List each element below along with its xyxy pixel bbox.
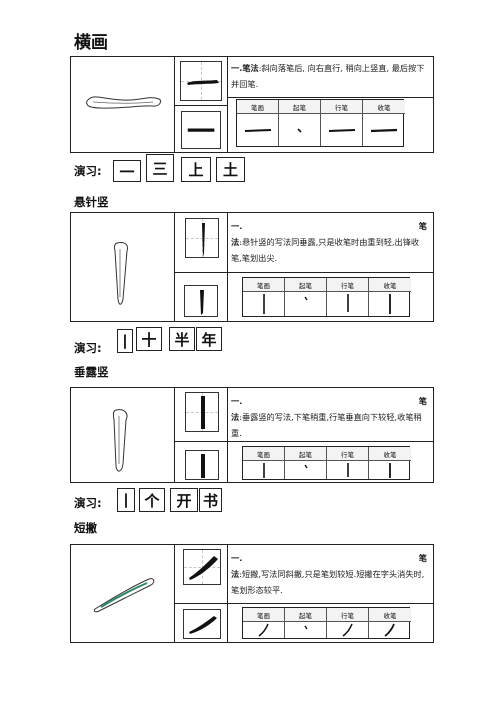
model-glyph-box <box>185 218 219 258</box>
practice-label: 演习: <box>74 496 102 510</box>
small-glyph-box: 一 <box>181 111 221 149</box>
practice-char-box: 三 <box>146 154 174 182</box>
practice-char-box: 书 <box>199 488 222 512</box>
practice-char-box: 丨 <box>117 488 135 512</box>
model-glyph-box <box>183 549 221 585</box>
practice-char-box: 丨 <box>117 329 133 353</box>
section-title-chuilu: 垂露竖 <box>74 365 109 379</box>
stroke-stage-strip: 笔画 起笔 行笔 收笔 <box>242 277 411 317</box>
stroke-block-chuilu: 一.笔 法:垂露竖的写法,下笔稍重,行笔垂直向下较轻,收笔稍重. 笔画 起笔 行… <box>70 387 434 483</box>
practice-char-box: 一 <box>113 160 141 182</box>
stroke-method-text: 一.笔 法:短撇,写法同斜撇,只是笔划较短.短撇在字头消失时,笔划形态较平. <box>231 553 427 595</box>
stroke-stage-strip: 笔画 起笔 行笔 收笔 <box>236 99 405 147</box>
section-title-xuanzhen: 悬针竖 <box>74 195 109 209</box>
practice-char-box: 年 <box>196 327 222 351</box>
stroke-stage-strip: 笔画 起笔 行笔 收笔 <box>242 446 411 480</box>
brush-stroke-illustration <box>86 96 162 109</box>
small-glyph-box <box>183 609 221 639</box>
practice-char-box: 土 <box>216 157 245 182</box>
practice-char-box: 上 <box>181 157 211 182</box>
stroke-stage-strip: 笔画 起笔 行笔 收笔 <box>242 607 411 639</box>
practice-char-box: 半 <box>169 327 195 351</box>
practice-label: 演习: <box>74 164 102 178</box>
brush-stroke-illustration <box>93 578 155 613</box>
model-glyph-box <box>180 61 222 101</box>
stroke-block-xuanzhen: 一.笔 法:悬针竖的写法同垂露,只是收笔时由重到轻,出锋收笔,笔划出尖. 笔画 … <box>70 212 434 322</box>
stroke-method-text: 一.笔 法:悬针竖的写法同垂露,只是收笔时由重到轻,出锋收笔,笔划出尖. <box>231 221 427 263</box>
stroke-block-heng: 一 一.笔法:斜向落笔后, 向右直行, 稍向上竖直, 最后按下并回笔. 笔画 起… <box>70 56 434 153</box>
brush-stroke-illustration <box>113 242 128 305</box>
small-glyph-box <box>184 285 218 317</box>
stroke-block-duanpie: 一.笔 法:短撇,写法同斜撇,只是笔划较短.短撇在字头消失时,笔划形态较平. 笔… <box>70 544 434 643</box>
model-glyph-box <box>185 392 219 432</box>
practice-char-box: 开 <box>170 488 198 512</box>
section-title-heng: 横画 <box>74 33 108 53</box>
brush-stroke-illustration <box>112 409 128 472</box>
stroke-method-text: 一.笔法:斜向落笔后, 向右直行, 稍向上竖直, 最后按下并回笔. <box>231 63 425 89</box>
small-glyph-box <box>185 450 219 480</box>
practice-char-box: 个 <box>139 488 165 512</box>
stroke-method-text: 一.笔 法:垂露竖的写法,下笔稍重,行笔垂直向下较轻,收笔稍重. <box>231 396 427 438</box>
practice-char-box: 十 <box>136 327 162 351</box>
section-title-duanpie: 短撇 <box>74 521 97 535</box>
stroke-glyph: 一 <box>186 115 215 148</box>
practice-label: 演习: <box>74 341 102 355</box>
